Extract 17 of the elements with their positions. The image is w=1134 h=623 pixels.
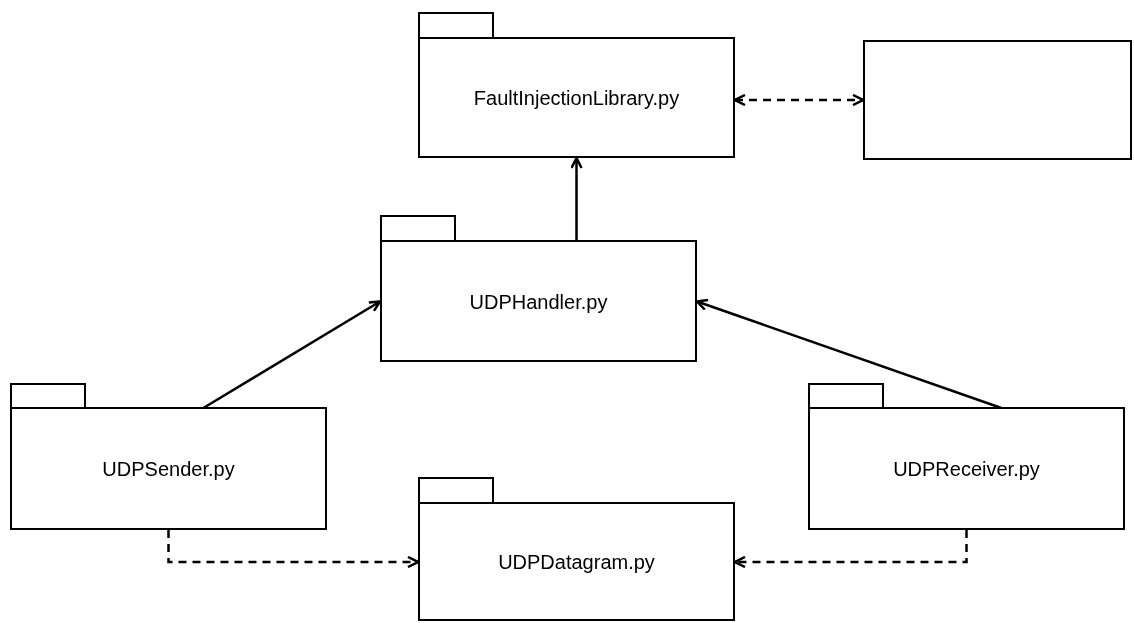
arrow — [570, 156, 583, 241]
package-shape — [10, 383, 327, 530]
package-name: UDPSender.py — [102, 457, 235, 482]
package-shape — [418, 12, 735, 158]
package-shape — [808, 383, 1125, 530]
box — [863, 40, 1132, 160]
package-name: UDPDatagram.py — [498, 550, 655, 575]
package-name: UDPHandler.py — [469, 289, 608, 315]
dashed-arrow — [733, 93, 865, 107]
arrow — [695, 298, 1002, 410]
package-shape — [380, 215, 697, 362]
dashed-arrow — [167, 530, 420, 569]
package-name: FaultInjectionLibrary.py — [473, 86, 680, 111]
arrow — [202, 300, 382, 410]
package-name: UDPReceiver.py — [893, 457, 1040, 482]
package-shape — [418, 477, 735, 621]
dashed-arrow — [733, 530, 968, 569]
